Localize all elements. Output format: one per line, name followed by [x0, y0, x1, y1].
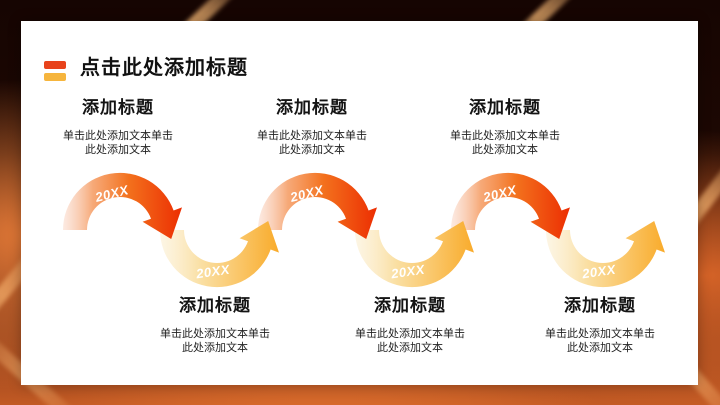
flow-arc-orange-3 — [450, 172, 570, 239]
item-body[interactable]: 单击此处添加文本单击此处添加文本 — [355, 328, 465, 354]
item-body[interactable]: 单击此处添加文本单击此处添加文本 — [63, 130, 173, 156]
title-bullet-yellow-bar — [44, 73, 66, 81]
item-body[interactable]: 单击此处添加文本单击此处添加文本 — [257, 130, 367, 156]
title-bullet-icon — [44, 61, 66, 81]
arc-year-label[interactable]: 20XX — [389, 262, 426, 282]
item-body[interactable]: 单击此处添加文本单击此处添加文本 — [545, 328, 655, 354]
item-title[interactable]: 添加标题 — [374, 296, 446, 315]
item-title[interactable]: 添加标题 — [276, 98, 348, 117]
title-bullet-red-bar — [44, 61, 66, 69]
timeline-wave: 20XX 20XX 20XX 20XX 20XX 20XX — [62, 172, 665, 288]
arc-year-label[interactable]: 20XX — [194, 262, 231, 282]
item-title[interactable]: 添加标题 — [82, 98, 154, 117]
flow-arc-yellow-3 — [545, 221, 665, 288]
item-title[interactable]: 添加标题 — [179, 296, 251, 315]
flow-arc-orange-1 — [62, 172, 183, 239]
text-block-top-1[interactable]: 添加标题 单击此处添加文本单击此处添加文本 — [38, 93, 198, 157]
text-block-bottom-1[interactable]: 添加标题 单击此处添加文本单击此处添加文本 — [135, 291, 295, 355]
flow-arc-yellow-2 — [354, 221, 474, 288]
item-title[interactable]: 添加标题 — [564, 296, 636, 315]
arc-year-label[interactable]: 20XX — [580, 262, 617, 282]
text-block-top-2[interactable]: 添加标题 单击此处添加文本单击此处添加文本 — [232, 93, 392, 157]
content-panel: 点击此处添加标题 添加标题 单击此处添加文本单击此处添加文本 添加标题 单击此处… — [21, 21, 698, 385]
text-block-bottom-2[interactable]: 添加标题 单击此处添加文本单击此处添加文本 — [330, 291, 490, 355]
item-title[interactable]: 添加标题 — [469, 98, 541, 117]
flow-arc-orange-2 — [257, 172, 377, 239]
item-body[interactable]: 单击此处添加文本单击此处添加文本 — [160, 328, 270, 354]
text-block-top-3[interactable]: 添加标题 单击此处添加文本单击此处添加文本 — [425, 93, 585, 157]
slide-title-placeholder[interactable]: 点击此处添加标题 — [80, 57, 248, 79]
item-body[interactable]: 单击此处添加文本单击此处添加文本 — [450, 130, 560, 156]
flow-arc-yellow-1 — [159, 221, 279, 288]
text-block-bottom-3[interactable]: 添加标题 单击此处添加文本单击此处添加文本 — [520, 291, 680, 355]
